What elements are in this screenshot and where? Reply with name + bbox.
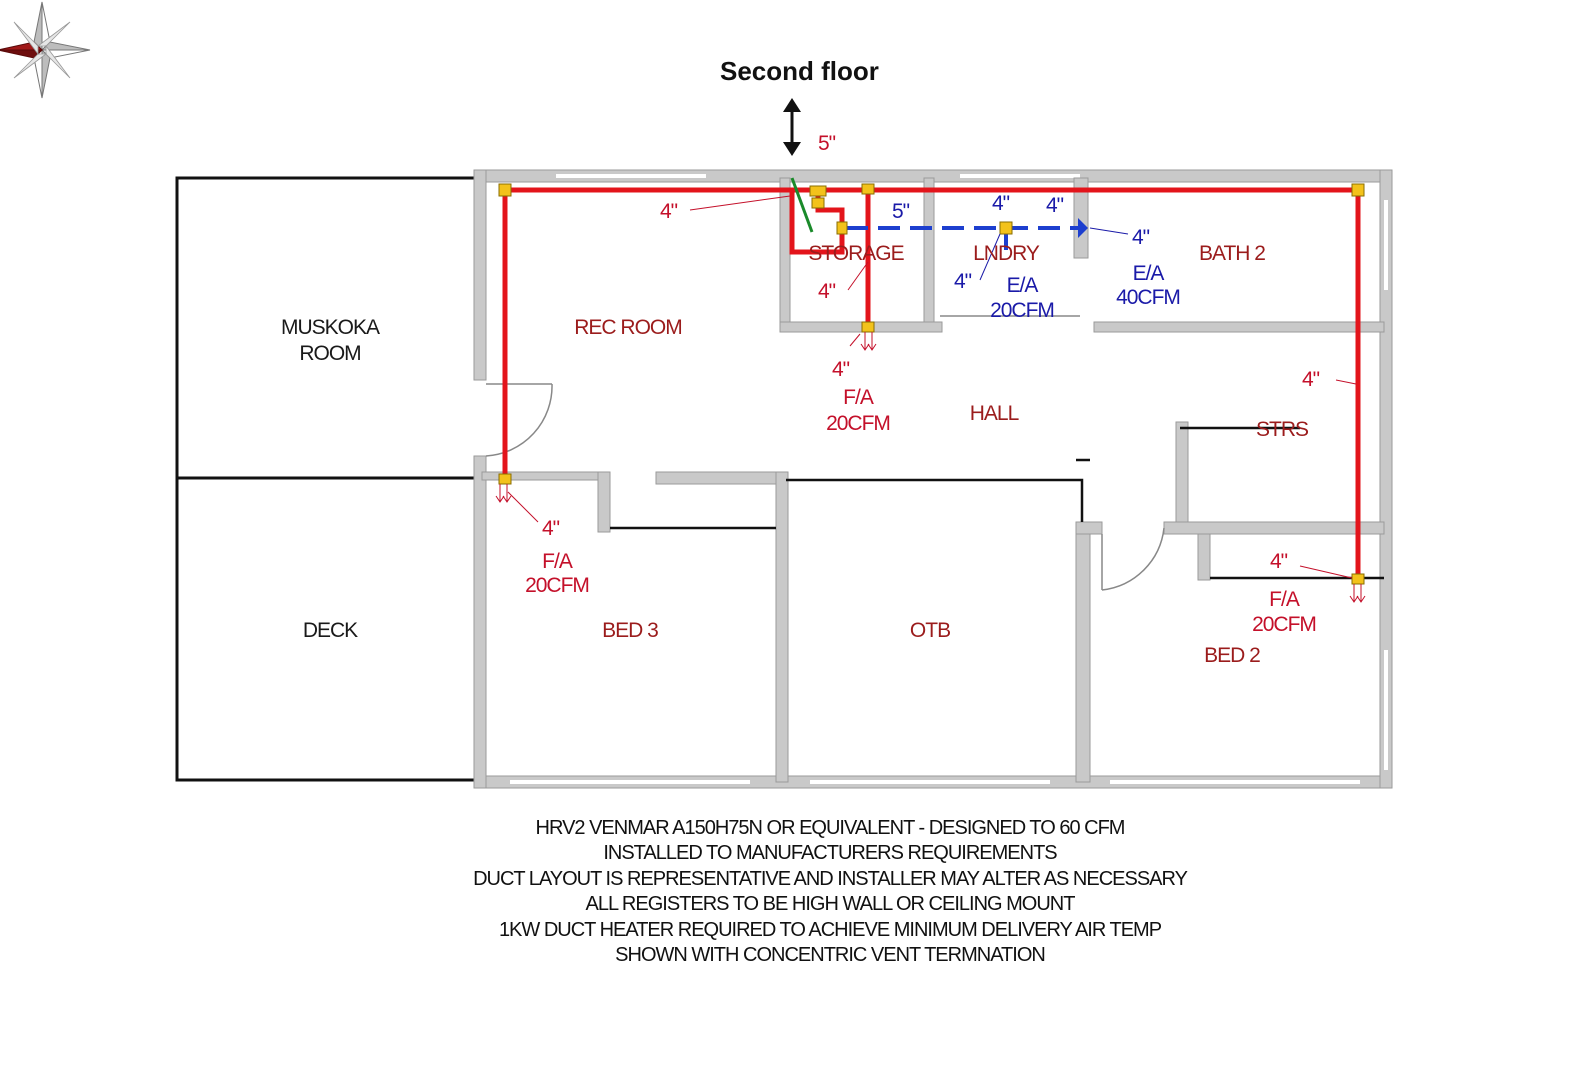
bed2-supply-register-label: F/A 20CFM [1252,588,1317,636]
duct-size-rec: 4" [660,200,678,223]
plan-title: Second floor [720,56,879,86]
svg-text:ROOM: ROOM [299,342,360,365]
lndry-label: LNDRY [973,242,1040,265]
design-notes: HRV2 VENMAR A150H75N OR EQUIVALENT - DES… [300,816,1360,968]
duct-size-bed3: 4" [542,517,560,540]
svg-text:40CFM: 40CFM [1116,286,1180,309]
bed2-label: BED 2 [1204,644,1260,667]
note-line: 1KW DUCT HEATER REQUIRED TO ACHIEVE MINI… [498,918,1162,941]
vertical-double-arrow-icon [783,98,801,156]
hall-supply-register-label: F/A 20CFM [826,386,891,435]
exterior-outlines [175,176,476,782]
note-line: HRV2 VENMAR A150H75N OR EQUIVALENT - DES… [535,817,1126,839]
bed3-supply-register-label: F/A 20CFM [525,550,590,597]
svg-text:F/A: F/A [542,550,573,573]
duct-size-bed2: 4" [1270,550,1288,573]
svg-text:20CFM: 20CFM [826,412,890,435]
duct-size-lndry-left: 4" [954,270,972,293]
muskoka-room-label: MUSKOKA ROOM [281,316,381,365]
dimension-leaders [507,195,1357,579]
svg-text:F/A: F/A [1269,588,1300,611]
register-arrows [495,332,1366,603]
svg-text:F/A: F/A [843,386,874,409]
duct-size-bath-right: 4" [1132,226,1150,249]
svg-text:20CFM: 20CFM [1252,613,1316,636]
note-line: ALL REGISTERS TO BE HIGH WALL OR CEILING… [585,893,1076,916]
door-swings [485,315,1165,591]
note-line: SHOWN WITH CONCENTRIC VENT TERMNATION [615,944,1046,967]
svg-text:E/A: E/A [1007,274,1039,297]
rec-room-label: REC ROOM [574,316,682,339]
bath-exhaust-register-label: E/A 40CFM [1116,262,1181,309]
svg-text:20CFM: 20CFM [990,299,1054,322]
compass-rose-icon [0,1,91,99]
svg-text:20CFM: 20CFM [525,574,589,597]
storage-label: STORAGE [808,242,904,265]
lndry-exhaust-register-label: E/A 20CFM [990,274,1055,322]
svg-text:E/A: E/A [1133,262,1165,285]
duct-size-storage: 5" [892,200,910,223]
duct-size-storage-left: 4" [818,280,836,303]
bath2-label: BATH 2 [1199,242,1265,265]
duct-size-lndry: 4" [992,192,1010,215]
otb-label: OTB [910,619,950,642]
svg-text:MUSKOKA: MUSKOKA [281,316,380,339]
duct-size-hall: 4" [832,358,850,381]
interior-lines [610,426,1384,580]
note-line: DUCT LAYOUT IS REPRESENTATIVE AND INSTAL… [473,867,1188,890]
duct-size-right: 4" [1302,368,1320,391]
duct-size-top: 5" [818,132,836,155]
note-line: INSTALLED TO MANUFACTURERS REQUIREMENTS [603,842,1057,865]
hall-label: HALL [970,402,1019,425]
supply-duct [502,177,1361,580]
deck-label: DECK [303,619,358,642]
duct-size-bath: 4" [1046,194,1064,217]
walls [473,169,1393,789]
bed3-label: BED 3 [602,619,658,642]
duct-fittings [498,183,1365,585]
strs-label: STRS [1256,418,1309,441]
